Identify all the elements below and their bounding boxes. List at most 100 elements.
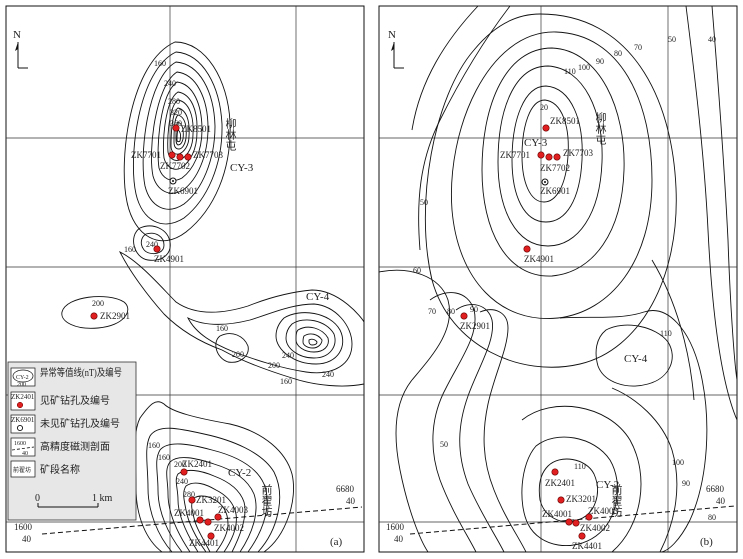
magnetic-profile-b: 1600 40 6680 40 <box>386 484 736 544</box>
place-liulintun-b: 柳林屯 <box>594 111 607 145</box>
svg-text:1600: 1600 <box>386 522 405 532</box>
svg-text:ZK4002: ZK4002 <box>214 523 244 533</box>
svg-text:前翟坊: 前翟坊 <box>13 466 31 474</box>
svg-text:80: 80 <box>708 513 716 522</box>
borehole-zk6901-a: ZK6901 <box>168 177 198 196</box>
svg-text:0: 0 <box>35 493 40 504</box>
borehole-zk7703-b: ZK7703 <box>553 148 593 161</box>
svg-text:ZK6901: ZK6901 <box>540 186 570 196</box>
svg-text:200: 200 <box>232 350 244 359</box>
svg-text:50: 50 <box>668 35 676 44</box>
borehole-zk4401-b: ZK4401 <box>572 532 602 551</box>
svg-text:ZK4003: ZK4003 <box>588 506 618 516</box>
place-qianquefang-b: 前翟坊 <box>610 483 623 517</box>
svg-text:90: 90 <box>682 479 690 488</box>
legend-label-ore-section: 矿段名称 <box>40 463 80 476</box>
contour-labels-b: 110 100 90 80 70 50 40 20 50 60 70 80 90… <box>413 35 716 522</box>
svg-text:360: 360 <box>170 119 182 128</box>
panel-b: N <box>378 5 738 553</box>
svg-text:80: 80 <box>614 49 622 58</box>
contours-b <box>378 5 738 553</box>
borehole-zk2401-b: ZK2401 <box>545 468 575 488</box>
svg-text:80: 80 <box>447 307 455 316</box>
north-label-b: N <box>388 29 396 41</box>
borehole-zk4401-a: ZK4401 <box>189 532 219 548</box>
borehole-zk4901-b: ZK4901 <box>523 245 554 264</box>
svg-text:40: 40 <box>22 534 32 544</box>
svg-text:70: 70 <box>428 307 436 316</box>
svg-text:ZK4401: ZK4401 <box>572 541 602 551</box>
svg-text:6680: 6680 <box>706 484 725 494</box>
svg-text:40: 40 <box>22 451 28 457</box>
place-liulintun-a: 柳林屯 <box>224 117 237 151</box>
svg-text:70: 70 <box>634 43 642 52</box>
svg-text:110: 110 <box>660 329 672 338</box>
svg-text:ZK2401: ZK2401 <box>11 393 35 401</box>
svg-text:200: 200 <box>17 382 26 388</box>
svg-text:6680: 6680 <box>336 484 355 494</box>
svg-text:ZK3201: ZK3201 <box>566 494 596 504</box>
boreholes-b: ZK8501 ZK7701 ZK7702 ZK7703 ZK6901 ZK490… <box>460 116 618 551</box>
borehole-zk4001-b: ZK4001 <box>542 509 573 526</box>
borehole-zk4001-a: ZK4001 <box>174 508 204 524</box>
panel-b-label: (b) <box>700 536 713 548</box>
svg-text:160: 160 <box>280 377 292 386</box>
scale-bar: 0 1 km <box>35 493 113 508</box>
anomaly-cy2-label-a: CY-2 <box>228 467 251 479</box>
svg-text:1600: 1600 <box>14 522 33 532</box>
borehole-zk4901-a: ZK4901 <box>153 245 184 264</box>
svg-text:ZK4401: ZK4401 <box>189 538 219 548</box>
svg-text:ZK8501: ZK8501 <box>550 116 580 126</box>
borehole-zk7701-b: ZK7701 <box>500 150 545 160</box>
svg-text:ZK4001: ZK4001 <box>174 508 204 518</box>
borehole-zk2901-b: ZK2901 <box>460 312 490 331</box>
borehole-zk2901-a: ZK2901 <box>90 311 130 321</box>
borehole-zk7701-a: ZK7701 <box>131 150 176 160</box>
contours-cy4 <box>118 250 365 387</box>
svg-text:60: 60 <box>413 266 421 275</box>
north-arrow-a: N <box>13 29 29 69</box>
panel-b-grid <box>379 6 737 552</box>
contours-cy2 <box>134 401 294 553</box>
svg-text:40: 40 <box>708 35 716 44</box>
svg-text:ZK8501: ZK8501 <box>181 124 211 134</box>
borehole-zk8501-a: ZK8501 <box>172 124 211 134</box>
svg-text:ZK2901: ZK2901 <box>100 311 130 321</box>
svg-text:200: 200 <box>174 460 186 469</box>
svg-text:ZK4001: ZK4001 <box>542 509 572 519</box>
boreholes-a: ZK8501 ZK7701 ZK7702 ZK7703 ZK6901 ZK490… <box>90 124 248 548</box>
borehole-zk8501-b: ZK8501 <box>542 116 580 132</box>
svg-text:ZK7701: ZK7701 <box>500 150 530 160</box>
contours-zk2901 <box>61 296 129 329</box>
legend-item-profile: 1600 40 高精度磁测剖面 <box>10 437 110 457</box>
borehole-zk4003-b: ZK4003 <box>585 506 618 521</box>
svg-text:160: 160 <box>216 324 228 333</box>
svg-text:160: 160 <box>158 453 170 462</box>
svg-text:1 km: 1 km <box>92 493 113 504</box>
borehole-zk4002-a: ZK4002 <box>204 518 244 533</box>
anomaly-cy2-label-b: CY-2 <box>596 479 619 491</box>
svg-text:50: 50 <box>420 198 428 207</box>
svg-text:20: 20 <box>540 103 548 112</box>
borehole-zk7702-b: ZK7702 <box>540 153 570 173</box>
svg-text:100: 100 <box>672 458 684 467</box>
svg-text:ZK6901: ZK6901 <box>168 186 198 196</box>
svg-text:90: 90 <box>596 57 604 66</box>
anomaly-cy3-label-b: CY-3 <box>524 137 548 149</box>
svg-text:240: 240 <box>146 240 158 249</box>
svg-text:100: 100 <box>578 63 590 72</box>
svg-text:160: 160 <box>148 441 160 450</box>
svg-text:ZK7701: ZK7701 <box>131 150 161 160</box>
svg-text:ZK3201: ZK3201 <box>196 495 226 505</box>
svg-text:240: 240 <box>176 477 188 486</box>
legend-label-ore-borehole: 见矿钻孔及编号 <box>40 394 110 407</box>
legend-item-barren-borehole: ZK6901 未见矿钻孔及编号 <box>10 414 120 434</box>
svg-text:ZK2401: ZK2401 <box>182 459 212 469</box>
svg-text:280: 280 <box>168 97 180 106</box>
svg-text:ZK7703: ZK7703 <box>563 148 593 158</box>
svg-text:CY-2: CY-2 <box>16 375 29 381</box>
place-qianquefang-a: 前翟坊 <box>260 483 273 517</box>
borehole-zk6901-b: ZK6901 <box>540 178 570 196</box>
svg-text:ZK2401: ZK2401 <box>545 478 575 488</box>
